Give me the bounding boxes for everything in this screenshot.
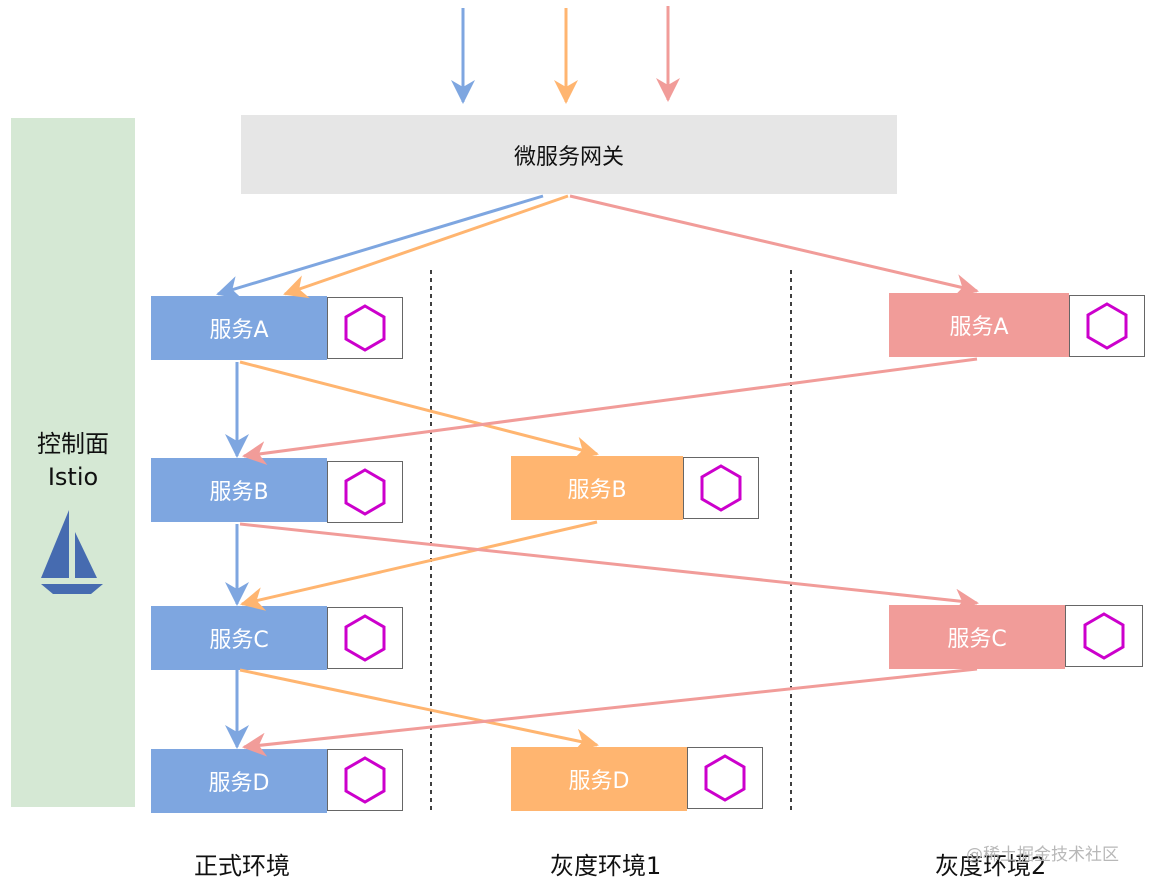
route-gray1-b-to-c — [240, 520, 598, 611]
service-label: 服务B — [209, 480, 269, 505]
watermark: @稀土掘金技术社区 — [966, 845, 1119, 865]
sidecar-box-prod-b — [327, 461, 403, 523]
gateway-box: 微服务网关 — [241, 115, 897, 194]
service-box-gray2-c: 服务C — [889, 605, 1065, 669]
environment-label-gray1: 灰度环境1 — [550, 852, 662, 880]
service-label: 服务C — [209, 628, 269, 653]
service-box-prod-b: 服务B — [151, 458, 327, 522]
service-label: 服务A — [209, 318, 269, 343]
hexagon-sidecar-icon — [704, 754, 746, 802]
hexagon-sidecar-icon — [700, 464, 742, 512]
service-box-prod-c: 服务C — [151, 606, 327, 670]
route-prod-gateway-to-a — [216, 194, 544, 300]
service-label: 服务C — [947, 627, 1007, 652]
service-label: 服务D — [208, 771, 270, 796]
route-gray2-gateway-to-a — [569, 194, 979, 298]
service-box-prod-a: 服务A — [151, 296, 327, 360]
hexagon-sidecar-icon — [1086, 302, 1128, 350]
sidecar-box-prod-a — [327, 297, 403, 359]
service-label: 服务D — [568, 769, 630, 794]
service-box-prod-d: 服务D — [151, 749, 327, 813]
sidecar-box-prod-c — [327, 607, 403, 669]
control-plane-title-line1: 控制面 — [37, 430, 109, 458]
control-plane-title-line2: Istio — [47, 463, 99, 491]
sidecar-box-prod-d — [327, 749, 403, 811]
hexagon-sidecar-icon — [344, 614, 386, 662]
route-gray1-gateway-to-a — [283, 194, 569, 299]
hexagon-sidecar-icon — [344, 468, 386, 516]
route-gray1-c-to-d — [239, 668, 599, 753]
control-plane-title: 控制面 Istio — [11, 428, 135, 494]
route-gray1-a-to-b — [239, 360, 599, 461]
service-box-gray1-b: 服务B — [511, 456, 683, 520]
service-label: 服务A — [949, 315, 1009, 340]
hexagon-sidecar-icon — [1083, 612, 1125, 660]
service-box-gray2-a: 服务A — [889, 293, 1069, 357]
environment-label-gray2: 灰度环境2 — [935, 852, 1047, 880]
sidecar-box-gray2-c — [1065, 605, 1143, 667]
environment-label-prod: 正式环境 — [194, 852, 290, 880]
sidecar-box-gray1-d — [687, 747, 763, 809]
hexagon-sidecar-icon — [344, 756, 386, 804]
service-box-gray1-d: 服务D — [511, 747, 687, 811]
sidecar-box-gray2-a — [1069, 295, 1145, 357]
service-label: 服务B — [567, 478, 627, 503]
control-plane-panel: 控制面 Istio — [11, 118, 135, 807]
route-gray2-a-to-b — [242, 357, 978, 466]
gateway-label: 微服务网关 — [513, 144, 624, 170]
route-gray2-c-to-d — [242, 667, 978, 757]
hexagon-sidecar-icon — [344, 304, 386, 352]
route-gray2-b-to-c — [239, 522, 979, 613]
sidecar-box-gray1-b — [683, 457, 759, 519]
istio-sail-icon — [41, 510, 103, 594]
